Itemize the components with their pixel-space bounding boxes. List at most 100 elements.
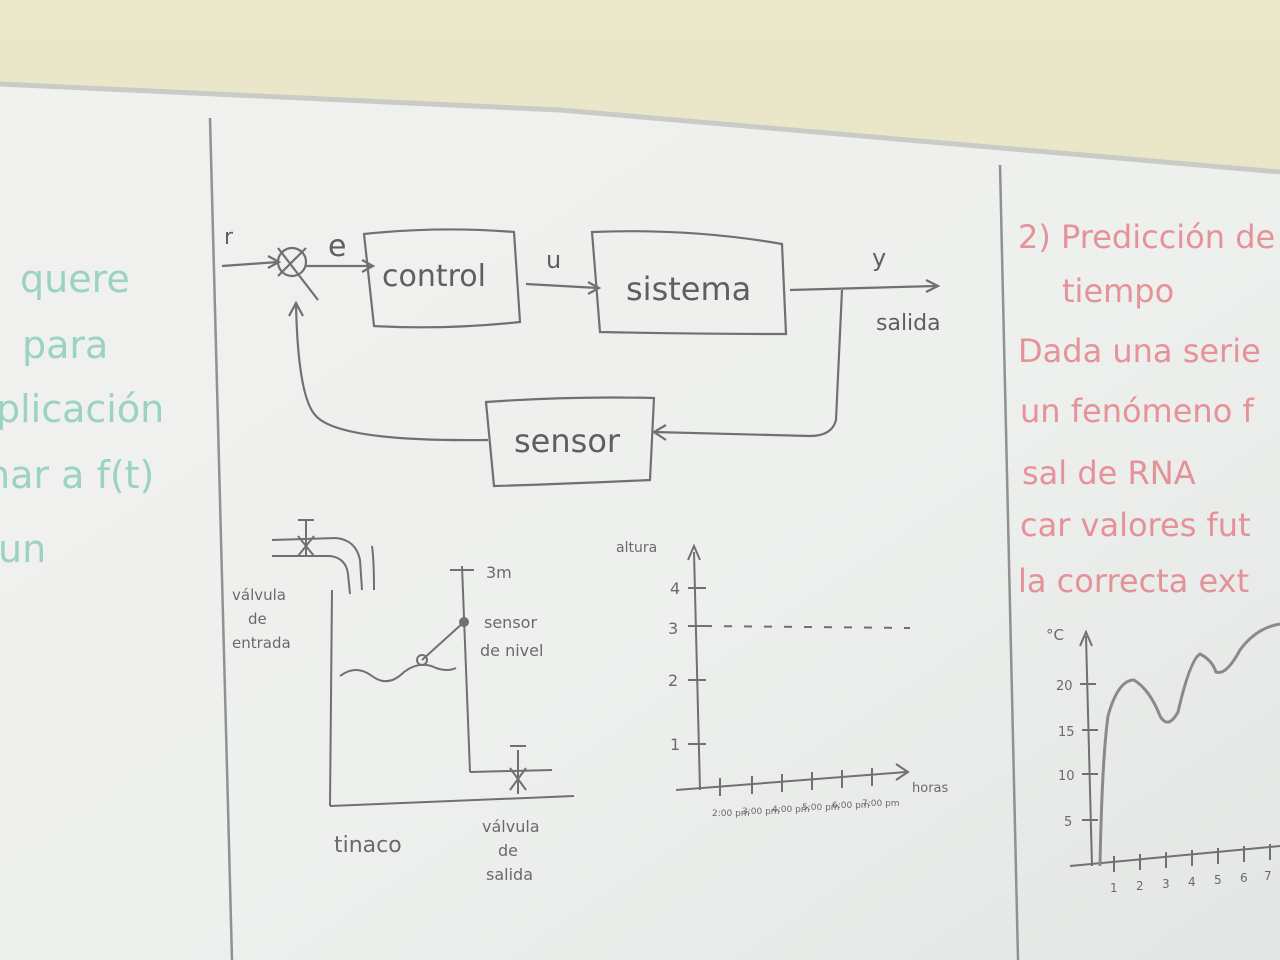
temperature-graph (1069, 622, 1280, 872)
temperature-graph-x-tick-label: 6 (1240, 871, 1248, 885)
sketch-graph-y-axis (693, 551, 701, 791)
output-arrowhead (925, 279, 941, 293)
level-sensor (459, 617, 469, 627)
sketch-graph-y-axis-label: altura (616, 540, 657, 556)
outlet-label: válvula (482, 817, 540, 836)
system-label: sistema (626, 270, 751, 308)
whiteboard-surface (0, 82, 1280, 960)
level-float (416, 654, 428, 666)
summing-junction (276, 246, 308, 278)
control-label: control (382, 259, 486, 294)
left-panel-line: nar a f(t) (0, 453, 154, 497)
reference-level-line (703, 625, 911, 629)
inlet-pipe (272, 555, 351, 595)
sensor-block (484, 396, 656, 488)
input-arrow (221, 260, 279, 268)
left-panel-line: quere (20, 257, 130, 301)
temperature-graph-x-tick-label: 1 (1110, 881, 1118, 895)
sketch-graph-y-tick-label: 1 (670, 735, 680, 754)
sketch-graph-y-tick-label: 4 (670, 579, 680, 598)
tank-label: tinaco (334, 833, 402, 858)
tank-left-wall (329, 589, 333, 807)
feedback-path-to-junction (294, 303, 489, 442)
tank-drawing (271, 519, 575, 807)
tank-labels: válvula de entrada 3m sensor de nivel ti… (232, 563, 543, 884)
control-block (362, 228, 522, 329)
temperature-graph-x-tick-label: 7 (1264, 869, 1272, 883)
temperature-graph-x-tick-label: 3 (1162, 877, 1170, 891)
right-panel-line: sal de RNA (1022, 454, 1196, 492)
temperature-graph-x-tick-label: 4 (1188, 875, 1196, 889)
outlet-label: salida (486, 865, 533, 884)
panel-divider-right (998, 164, 1020, 960)
water-surface (339, 663, 457, 683)
temperature-graph-labels: °C 5 10 15 20 1 2 3 4 5 6 7 (1046, 626, 1272, 895)
summing-junction-cross (277, 247, 319, 301)
feedback-path-to-sensor (653, 289, 844, 438)
inlet-label: válvula (232, 586, 286, 604)
sketch-graph-x-tick-label: 5:00 pm (802, 803, 840, 813)
sketch-graph-x-tick-label: 4:00 pm (772, 805, 810, 815)
right-panel-line: car valores fut (1020, 506, 1251, 544)
inlet-pipe (271, 536, 363, 591)
left-panel-text: quere para plicación nar a f(t) un (0, 257, 164, 571)
height-label: 3m (486, 563, 512, 582)
sketch-graph-labels: altura 1 2 3 4 horas 2:00 pm 3:00 pm 4:0… (616, 540, 949, 819)
right-panel-line: la correcta ext (1018, 562, 1249, 600)
control-output-label: u (546, 246, 561, 274)
output-caption: salida (876, 311, 941, 336)
sketch-graph-x-arrowhead (895, 763, 910, 781)
outlet-valve (509, 767, 527, 791)
sketch-graph-x-axis (675, 771, 907, 791)
sensor-label: sensor (514, 422, 621, 460)
temperature-graph-x-tick-label: 5 (1214, 873, 1222, 887)
output-label: y (872, 244, 886, 272)
left-panel-line: plicación (0, 387, 164, 431)
right-panel-heading: 2) Predicción de (1018, 218, 1275, 256)
left-panel-line: un (0, 527, 46, 571)
inlet-label: entrada (232, 634, 291, 652)
sensor-arm (421, 621, 465, 661)
temperature-graph-y-tick-label: 20 (1056, 679, 1073, 694)
sketch-graph-x-tick-label: 3:00 pm (742, 807, 780, 817)
outlet-label: de (498, 841, 518, 860)
sketch-graph-y-arrowhead (687, 543, 701, 561)
control-output-arrow (525, 282, 599, 290)
sketch-graph-x-tick-label: 2:00 pm (712, 809, 750, 819)
sketch-graph-x-tick-label: 6:00 pm (832, 801, 870, 811)
left-panel-line: para (22, 323, 108, 367)
error-label: e (328, 229, 346, 264)
block-diagram-labels: r e control u sistema y salida sensor (224, 225, 941, 460)
tank-bottom (329, 795, 575, 807)
error-arrowhead (361, 259, 376, 273)
block-diagram (221, 228, 941, 488)
temperature-graph-x-tick-label: 2 (1136, 879, 1144, 893)
temperature-curve (1098, 622, 1280, 867)
control-output-arrowhead (587, 281, 602, 295)
right-panel-heading: tiempo (1062, 272, 1174, 310)
whiteboard-top-edge (0, 81, 1280, 175)
inlet-valve (297, 535, 315, 557)
temperature-graph-y-axis-label: °C (1046, 626, 1064, 644)
temperature-graph-y-tick-label: 5 (1064, 815, 1072, 830)
inlet-label: de (248, 610, 267, 628)
sketch-graph (675, 543, 911, 796)
sketch-graph-y-tick-label: 2 (668, 671, 678, 690)
system-block (590, 230, 788, 336)
output-arrow (789, 284, 937, 292)
input-label: r (224, 225, 234, 250)
sketch-graph-x-tick-label: 7:00 pm (862, 799, 900, 809)
temperature-graph-y-tick-label: 10 (1058, 769, 1075, 784)
sketch-graph-x-axis-label: horas (912, 781, 949, 796)
sensor-label: sensor (484, 613, 537, 632)
summing-junction-cross (277, 247, 307, 277)
right-panel-line: Dada una serie (1018, 332, 1261, 370)
temperature-graph-y-axis (1085, 635, 1093, 867)
panel-divider-left (208, 117, 234, 960)
inlet-pipe-inner (371, 545, 375, 591)
right-panel-line: un fenómeno f (1020, 392, 1254, 430)
sensor-label: de nivel (480, 641, 543, 660)
temperature-graph-y-tick-label: 15 (1058, 725, 1075, 740)
right-panel-text: 2) Predicción de tiempo Dada una serie u… (1018, 218, 1275, 600)
